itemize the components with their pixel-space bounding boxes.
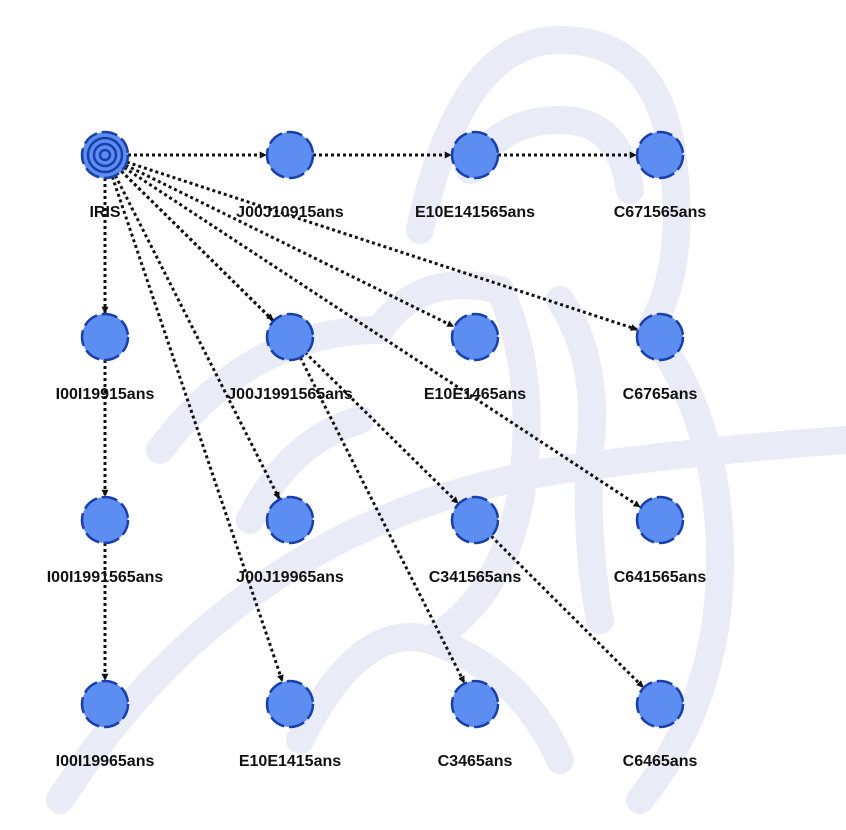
node-j00j10915[interactable]: J00J10915ans bbox=[236, 130, 344, 221]
node-circle bbox=[265, 312, 315, 362]
edge-iris-to-c641565 bbox=[123, 166, 641, 509]
node-label: C6765ans bbox=[623, 386, 698, 403]
node-circle bbox=[450, 312, 500, 362]
node-label: IRIS bbox=[89, 204, 120, 221]
node-circle bbox=[635, 679, 685, 729]
node-c3465[interactable]: C3465ans bbox=[438, 679, 513, 770]
node-label: J00J19965ans bbox=[236, 569, 344, 586]
node-label: C641565ans bbox=[614, 569, 707, 586]
node-circle bbox=[265, 495, 315, 545]
node-label: E10E1465ans bbox=[424, 386, 526, 403]
node-circle bbox=[80, 312, 130, 362]
node-label: I00I19915ans bbox=[56, 386, 155, 403]
node-circle bbox=[80, 679, 130, 729]
edge-iris-to-c6765 bbox=[126, 160, 638, 331]
node-circle bbox=[450, 495, 500, 545]
node-j00j19965[interactable]: J00J19965ans bbox=[236, 495, 344, 586]
node-e10e1465[interactable]: E10E1465ans bbox=[424, 312, 526, 403]
node-circle bbox=[265, 130, 315, 180]
node-label: C6465ans bbox=[623, 753, 698, 770]
nodes-layer: IRIS J00J10915ans E10E141565ans C671565ansI… bbox=[47, 130, 707, 770]
edge-iris-to-e10e1465 bbox=[124, 163, 455, 328]
node-circle bbox=[635, 130, 685, 180]
node-i00i19965[interactable]: I00I19965ans bbox=[56, 679, 155, 770]
node-circle bbox=[635, 495, 685, 545]
node-c6765[interactable]: C6765ans bbox=[623, 312, 698, 403]
node-label: J00J10915ans bbox=[236, 204, 344, 221]
edge-j00j1991565-to-c3465 bbox=[299, 356, 466, 684]
edge-iris-to-j00j19965 bbox=[114, 174, 281, 500]
node-e10e1415[interactable]: E10E1415ans bbox=[239, 679, 341, 770]
node-label: E10E141565ans bbox=[415, 204, 535, 221]
node-circle bbox=[635, 312, 685, 362]
node-e10e141565[interactable]: E10E141565ans bbox=[415, 130, 535, 221]
node-c341565[interactable]: C341565ans bbox=[429, 495, 522, 586]
edge-c341565-to-c6465 bbox=[490, 535, 645, 689]
edge-iris-to-e10e1415 bbox=[110, 176, 284, 682]
target-ring-icon bbox=[86, 136, 124, 174]
node-label: I00I19965ans bbox=[56, 753, 155, 770]
node-iris[interactable]: IRIS bbox=[80, 130, 130, 221]
node-label: C671565ans bbox=[614, 204, 707, 221]
node-circle bbox=[450, 679, 500, 729]
target-ring-icon bbox=[92, 142, 118, 168]
node-label: I00I1991565ans bbox=[47, 569, 164, 586]
node-j00j1991565[interactable]: J00J1991565ans bbox=[227, 312, 353, 403]
node-i00i19915[interactable]: I00I19915ans bbox=[56, 312, 155, 403]
node-c671565[interactable]: C671565ans bbox=[614, 130, 707, 221]
node-circle bbox=[265, 679, 315, 729]
node-label: C3465ans bbox=[438, 753, 513, 770]
node-circle bbox=[450, 130, 500, 180]
node-c6465[interactable]: C6465ans bbox=[623, 679, 698, 770]
node-label: C341565ans bbox=[429, 569, 522, 586]
target-ring-icon bbox=[98, 148, 112, 162]
node-c641565[interactable]: C641565ans bbox=[614, 495, 707, 586]
node-label: E10E1415ans bbox=[239, 753, 341, 770]
node-i00i1991565[interactable]: I00I1991565ans bbox=[47, 495, 164, 586]
node-label: J00J1991565ans bbox=[227, 386, 353, 403]
node-circle bbox=[80, 495, 130, 545]
